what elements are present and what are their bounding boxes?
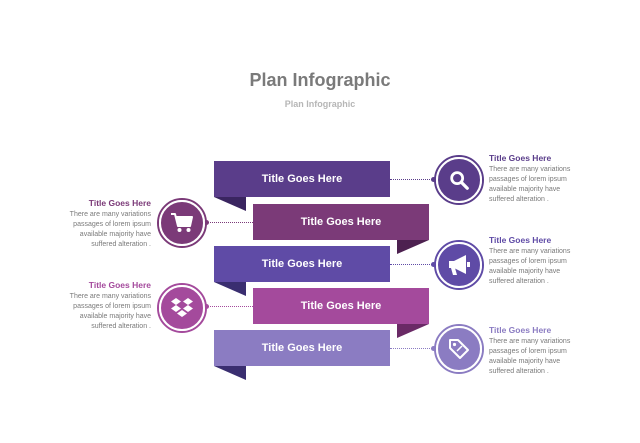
connector-1: [390, 179, 436, 180]
ribbon-5: Title Goes Here: [214, 330, 390, 366]
ribbon-2-fold: [397, 240, 429, 254]
connector-1-dot: [431, 177, 436, 182]
text-block-5-body: There are many variations passages of lo…: [489, 338, 571, 375]
ribbon-3-fold: [214, 282, 246, 296]
text-block-1-body: There are many variations passages of lo…: [489, 166, 571, 203]
tag-icon-badge: [436, 326, 482, 372]
connector-5-dot: [431, 346, 436, 351]
text-block-3-title: Title Goes Here: [489, 235, 552, 245]
page-title: Plan Infographic: [249, 70, 391, 90]
text-block-5-title: Title Goes Here: [489, 325, 552, 335]
cart-icon-ring: [157, 198, 207, 248]
text-block-2-body: There are many variations passages of lo…: [69, 211, 151, 248]
text-block-4-body: There are many variations passages of lo…: [69, 293, 151, 330]
ribbon-4-label: Title Goes Here: [300, 300, 382, 312]
ribbon-4-fold: [397, 324, 429, 338]
connector-3: [390, 264, 436, 265]
megaphone-icon: [449, 255, 470, 275]
search-icon: [450, 171, 469, 190]
cart-icon-badge: [159, 200, 205, 246]
connector-3-dot: [431, 262, 436, 267]
ribbon-2-label: Title Goes Here: [300, 216, 382, 228]
dropbox-icon-badge: [159, 285, 205, 331]
connector-5: [390, 348, 436, 349]
megaphone-icon-badge: [436, 242, 482, 288]
ribbon-5-label: Title Goes Here: [261, 342, 343, 354]
connector-2: [205, 222, 253, 223]
ribbon-1-label: Title Goes Here: [261, 173, 343, 185]
search-icon-ring: [434, 155, 484, 205]
ribbon-3-label: Title Goes Here: [261, 258, 343, 270]
search-icon-badge: [436, 157, 482, 203]
megaphone-icon-ring: [434, 240, 484, 290]
dropbox-icon-ring: [157, 283, 207, 333]
ribbon-3: Title Goes Here: [214, 246, 390, 282]
cart-icon: [171, 213, 193, 232]
dropbox-icon: [171, 298, 193, 317]
text-block-4-title: Title Goes Here: [88, 280, 151, 290]
text-block-3-body: There are many variations passages of lo…: [489, 248, 571, 285]
text-block-1-title: Title Goes Here: [489, 153, 552, 163]
ribbon-1-fold: [214, 197, 246, 211]
ribbon-2: Title Goes Here: [253, 204, 429, 240]
page-subtitle: Plan Infographic: [284, 99, 356, 109]
ribbon-1: Title Goes Here: [214, 161, 390, 197]
connector-4: [205, 306, 253, 307]
ribbon-5-fold: [214, 366, 246, 380]
text-block-2-title: Title Goes Here: [88, 198, 151, 208]
ribbon-4: Title Goes Here: [253, 288, 429, 324]
tag-icon: [449, 339, 469, 359]
tag-icon-ring: [434, 324, 484, 374]
